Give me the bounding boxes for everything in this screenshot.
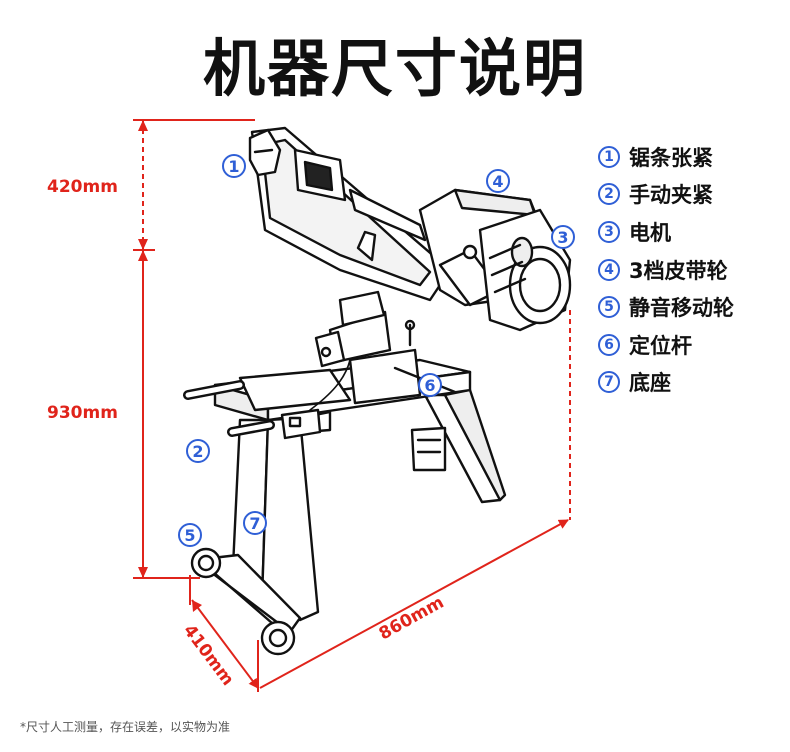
- legend-label: 底座: [629, 371, 671, 396]
- dimension-arrows: [138, 120, 202, 612]
- legend-number: 6: [598, 333, 620, 356]
- dim-height-body: 930mm: [47, 403, 118, 423]
- legend-item: 5 静音移动轮: [598, 288, 734, 326]
- callout-5: 5: [178, 523, 202, 547]
- dim-height-top: 420mm: [47, 177, 118, 197]
- svg-text:6: 6: [424, 376, 435, 395]
- legend-item: 1 锯条张紧: [598, 138, 734, 176]
- legend-label: 电机: [629, 220, 671, 245]
- dimension-lines: [133, 119, 571, 692]
- legend-label: 锯条张紧: [629, 145, 713, 170]
- legend-item: 7 底座: [598, 364, 734, 402]
- callout-1: 1: [222, 154, 246, 178]
- legend-item: 2 手动夹紧: [598, 176, 734, 214]
- callout-markers: 1 2 3 4 5 6 7: [178, 154, 575, 547]
- svg-text:3: 3: [557, 228, 568, 247]
- legend-label: 手动夹紧: [629, 183, 713, 208]
- legend-label: 3档皮带轮: [629, 258, 728, 283]
- legend-number: 3: [598, 220, 620, 243]
- legend-number: 7: [598, 371, 620, 394]
- legend-number: 1: [598, 145, 620, 168]
- measurement-note: *尺寸人工测量，存在误差，以实物为准: [20, 720, 231, 734]
- svg-text:1: 1: [228, 157, 239, 176]
- callout-4: 4: [486, 169, 510, 193]
- page-title: 机器尺寸说明: [202, 32, 587, 105]
- svg-text:5: 5: [184, 526, 195, 545]
- machine-illustration: [183, 126, 572, 656]
- parts-legend: 1 锯条张紧 2 手动夹紧 3 电机 4 3档皮带轮 5 静音移动轮 6 定位杆…: [598, 138, 734, 401]
- legend-item: 4 3档皮带轮: [598, 251, 734, 289]
- svg-text:4: 4: [492, 172, 503, 191]
- callout-2: 2: [186, 439, 210, 463]
- legend-number: 5: [598, 296, 620, 319]
- legend-label: 静音移动轮: [629, 296, 734, 321]
- legend-item: 6 定位杆: [598, 326, 734, 364]
- legend-number: 4: [598, 258, 620, 281]
- legend-number: 2: [598, 183, 620, 206]
- callout-3: 3: [551, 225, 575, 249]
- svg-text:2: 2: [192, 442, 203, 461]
- callout-7: 7: [243, 511, 267, 535]
- dim-depth: 410mm: [179, 621, 238, 690]
- svg-text:7: 7: [249, 514, 260, 533]
- callout-6: 6: [418, 373, 442, 397]
- legend-item: 3 电机: [598, 213, 734, 251]
- legend-label: 定位杆: [629, 333, 692, 358]
